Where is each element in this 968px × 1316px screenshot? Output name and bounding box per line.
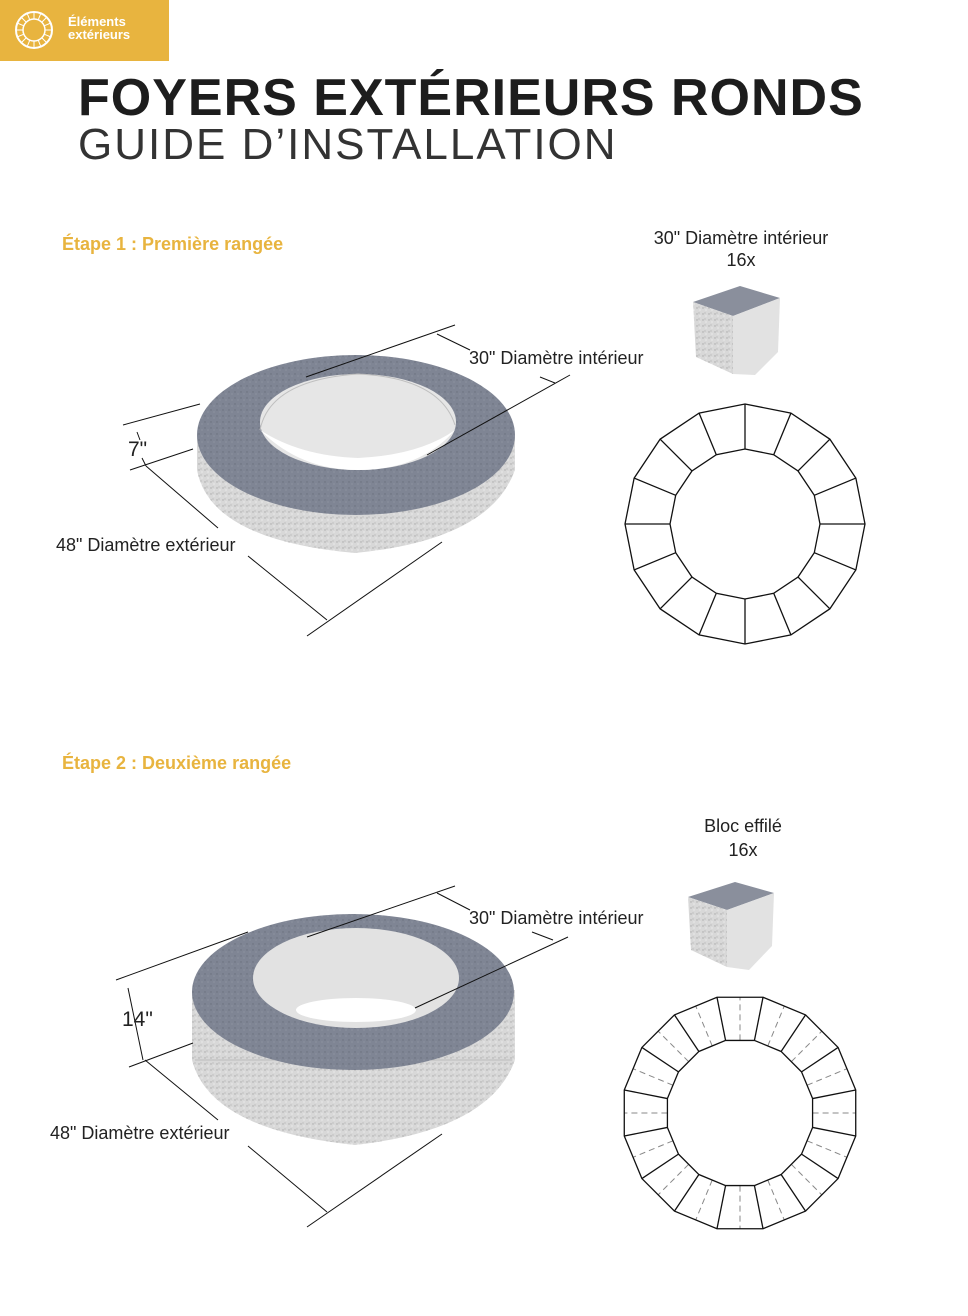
block-joint-line: [801, 1153, 839, 1180]
block-joint-line: [814, 552, 857, 571]
block-joint-line: [797, 438, 831, 472]
block-joint-line: [716, 1185, 727, 1229]
step1-fire-pit-render: [197, 355, 515, 553]
brand-line-1: Éléments: [68, 14, 126, 29]
block-joint-line: [698, 593, 717, 636]
block-joint-line: [633, 552, 676, 571]
step2-block-name: Bloc effilé: [704, 816, 782, 836]
block-joint-line: [659, 576, 693, 610]
block-joint-line: [753, 997, 764, 1041]
step2-tapered-block-icon: [688, 882, 774, 970]
block-joint-line: [624, 1126, 668, 1137]
block-joint-line: [801, 1046, 839, 1073]
brand-line-2: extérieurs: [68, 27, 131, 42]
block-joint-line: [641, 1153, 679, 1180]
block-center-line: [806, 1068, 848, 1086]
block-joint-line: [812, 1089, 856, 1100]
block-joint-line: [780, 1174, 807, 1212]
block-joint-line: [753, 1185, 764, 1229]
block-joint-line: [773, 412, 792, 455]
step2-block-layout-diagram: [623, 996, 857, 1230]
step2-outer-diameter-label: 48" Diamètre extérieur: [50, 1123, 230, 1143]
block-joint-line: [659, 438, 693, 472]
step1-block-layout-diagram: [624, 403, 866, 645]
block-center-line: [806, 1140, 848, 1158]
step1-block-name: 30" Diamètre intérieur: [653, 228, 829, 248]
block-center-line: [632, 1068, 674, 1086]
block-center-line: [695, 1179, 713, 1221]
block-joint-line: [814, 477, 857, 496]
block-center-line: [632, 1140, 674, 1158]
block-joint-line: [780, 1014, 807, 1052]
step1-outer-diameter-label: 48" Diamètre extérieur: [56, 535, 236, 555]
fire-pit-ring-logo-icon: [15, 11, 53, 49]
inner-edge: [669, 448, 821, 600]
block-center-line: [790, 1030, 823, 1063]
block-joint-line: [812, 1126, 856, 1137]
page-subtitle: GUIDE D’INSTALLATION: [78, 120, 618, 169]
block-center-line: [657, 1030, 690, 1063]
step1-dimension-lines: [122, 324, 571, 637]
block-center-line: [767, 1005, 785, 1047]
outer-edge: [624, 403, 866, 645]
step2-block-count: 16x: [728, 840, 758, 860]
block-center-line: [767, 1179, 785, 1221]
step2-height-label: 14": [122, 1008, 153, 1031]
block-center-line: [657, 1163, 690, 1196]
inner-edge: [666, 1039, 814, 1187]
step2-heading: Étape 2 : Deuxième rangée: [62, 753, 292, 773]
block-center-line: [790, 1163, 823, 1196]
outer-edge: [623, 996, 857, 1230]
step1-block-icon: [693, 286, 780, 375]
page-title: FOYERS EXTÉRIEURS RONDS: [78, 69, 864, 127]
brand-name: Éléments extérieurs: [68, 15, 130, 41]
block-joint-line: [673, 1014, 700, 1052]
block-joint-line: [673, 1174, 700, 1212]
step2-dimension-lines: [115, 885, 569, 1228]
block-joint-line: [797, 576, 831, 610]
block-joint-line: [624, 1089, 668, 1100]
block-joint-line: [633, 477, 676, 496]
step1-height-label: 7": [128, 438, 148, 461]
step1-inner-diameter-label: 30" Diamètre intérieur: [469, 348, 644, 368]
step1-heading: Étape 1 : Première rangée: [62, 234, 284, 254]
step2-inner-diameter-label: 30" Diamètre intérieur: [469, 908, 644, 928]
block-joint-line: [716, 997, 727, 1041]
step1-block-count: 16x: [726, 250, 756, 270]
block-center-line: [695, 1005, 713, 1047]
block-joint-line: [773, 593, 792, 636]
block-joint-line: [641, 1046, 679, 1073]
brand-badge: Éléments extérieurs: [0, 0, 169, 61]
step2-fire-pit-render: [192, 914, 515, 1145]
block-joint-line: [698, 412, 717, 455]
